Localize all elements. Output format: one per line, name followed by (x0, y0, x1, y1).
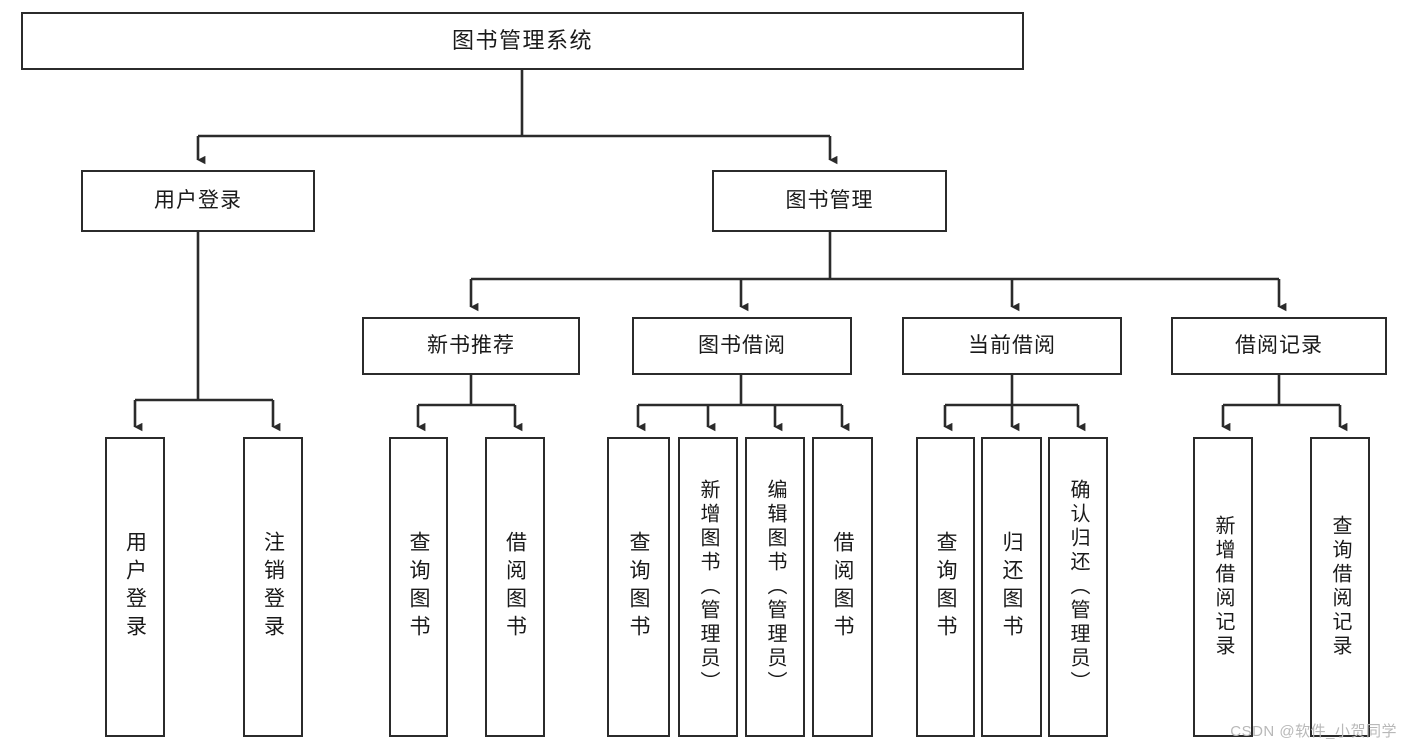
node-label: 查询图书 (407, 531, 430, 643)
node-new-book-recommend[interactable]: 新书推荐 (362, 317, 580, 375)
node-label: 编辑图书（管理员） (764, 479, 786, 695)
leaf-borrow-book-recommend[interactable]: 借阅图书 (485, 437, 545, 737)
leaf-query-borrow-record[interactable]: 查询借阅记录 (1310, 437, 1370, 737)
leaf-user-login[interactable]: 用户登录 (105, 437, 165, 737)
node-label: 查询图书 (627, 531, 650, 643)
leaf-user-logout[interactable]: 注销登录 (243, 437, 303, 737)
node-borrow-record[interactable]: 借阅记录 (1171, 317, 1387, 375)
node-root-system[interactable]: 图书管理系统 (21, 12, 1024, 70)
node-label: 用户登录 (123, 531, 147, 643)
node-current-borrow[interactable]: 当前借阅 (902, 317, 1122, 375)
node-label: 查询图书 (934, 531, 957, 643)
node-label: 查询借阅记录 (1329, 515, 1351, 659)
leaf-return-book[interactable]: 归还图书 (981, 437, 1042, 737)
node-label: 注销登录 (261, 531, 285, 643)
leaf-query-book-recommend[interactable]: 查询图书 (389, 437, 448, 737)
node-label: 当前借阅 (968, 334, 1056, 358)
leaf-edit-book[interactable]: 编辑图书（管理员） (745, 437, 805, 737)
leaf-add-book[interactable]: 新增图书（管理员） (678, 437, 738, 737)
node-label: 借阅图书 (503, 531, 527, 643)
node-book-borrow[interactable]: 图书借阅 (632, 317, 852, 375)
node-label: 新书推荐 (427, 334, 515, 358)
node-label: 图书借阅 (698, 334, 786, 358)
node-label: 归还图书 (1000, 531, 1023, 643)
node-label: 新增图书（管理员） (697, 479, 719, 695)
leaf-borrow-book[interactable]: 借阅图书 (812, 437, 873, 737)
node-label: 借阅记录 (1235, 334, 1323, 358)
leaf-query-book-borrow[interactable]: 查询图书 (607, 437, 670, 737)
leaf-confirm-return[interactable]: 确认归还（管理员） (1048, 437, 1108, 737)
node-label: 确认归还（管理员） (1067, 479, 1089, 695)
node-user-login[interactable]: 用户登录 (81, 170, 315, 232)
node-label: 用户登录 (154, 189, 242, 213)
node-label: 图书管理 (785, 189, 874, 213)
leaf-query-book-current[interactable]: 查询图书 (916, 437, 975, 737)
watermark: CSDN @软件_小贺同学 (1230, 723, 1397, 740)
leaf-add-borrow-record[interactable]: 新增借阅记录 (1193, 437, 1253, 737)
node-label: 图书管理系统 (451, 27, 593, 53)
node-label: 借阅图书 (831, 531, 854, 643)
node-book-management[interactable]: 图书管理 (712, 170, 947, 232)
node-label: 新增借阅记录 (1212, 515, 1234, 659)
